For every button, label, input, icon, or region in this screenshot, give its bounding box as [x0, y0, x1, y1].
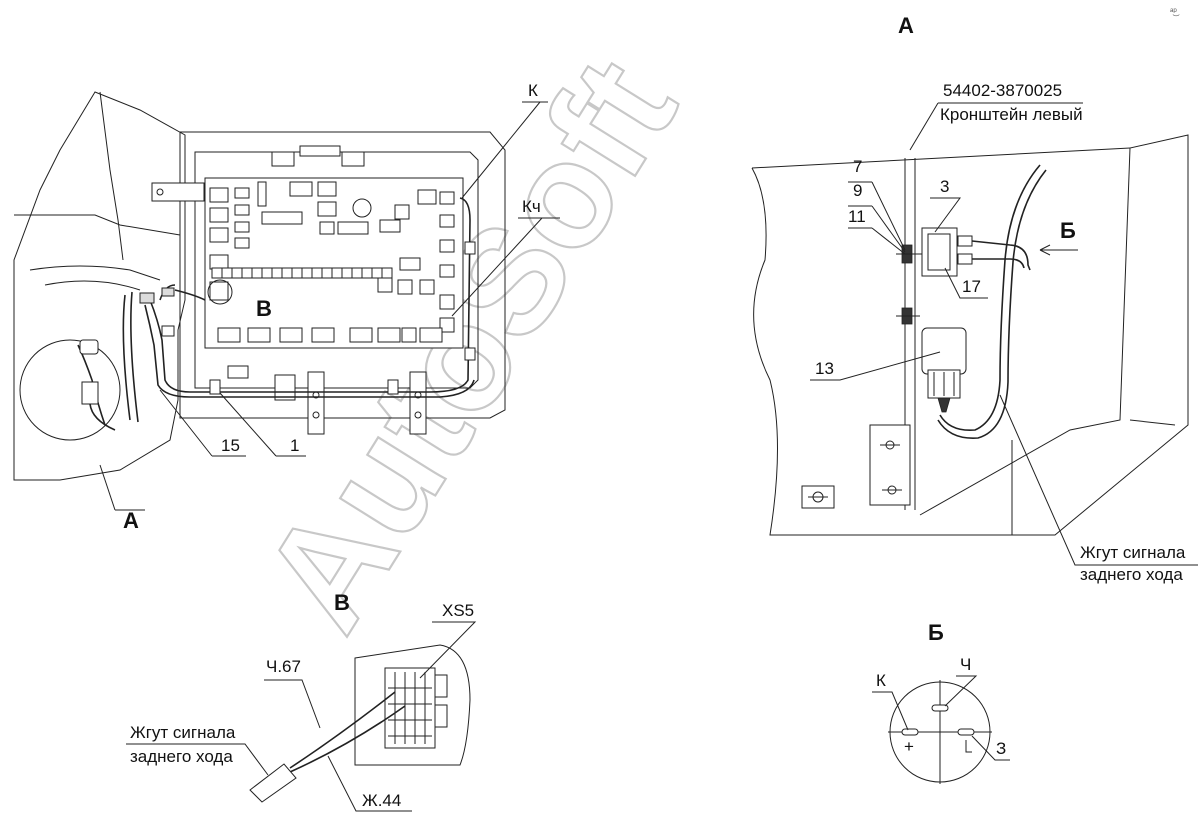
callout-15: 15: [221, 436, 240, 455]
corner-stamp: ᵃ͜ᵖ: [1170, 6, 1180, 16]
view-title-a: А: [898, 13, 914, 38]
label-ch67: Ч.67: [266, 657, 301, 676]
view-b: Б + К Ч З: [872, 620, 1010, 784]
callout-3: 3: [940, 177, 949, 196]
harness-label-line2: заднего хода: [1080, 565, 1183, 584]
v-harness-label-line2: заднего хода: [130, 747, 233, 766]
view-title-b: Б: [928, 620, 944, 645]
harness-label-line1: Жгут сигнала: [1080, 543, 1186, 562]
wire-ch67: [289, 691, 396, 769]
fuse-row: [211, 267, 393, 279]
view-v: В XS5 Ч.67 Ж.44 Жгут сигнала заднего ход…: [126, 590, 477, 812]
callout-kch: Кч: [522, 197, 541, 216]
callout-7: 7: [853, 157, 862, 176]
view-arrow-b: [1039, 244, 1078, 256]
part-number: 54402-3870025: [943, 81, 1062, 100]
callout-13: 13: [815, 359, 834, 378]
view-a: А: [751, 13, 1198, 584]
wire-zh44: [289, 705, 406, 773]
reverse-signal-harness: [939, 164, 1041, 432]
detail-circle-a: [19, 339, 121, 441]
main-view-cab: А: [13, 81, 560, 533]
terminal-ch: Ч: [960, 655, 971, 674]
bracket-label: Кронштейн левый: [940, 105, 1083, 124]
ref-label-v: В: [256, 296, 272, 321]
bottom-connectors: [217, 327, 443, 343]
label-zh44: Ж.44: [362, 791, 401, 810]
terminal-k: К: [876, 671, 886, 690]
harness-route: [149, 197, 471, 393]
terminal-3: З: [996, 739, 1006, 758]
arrow-label-b: Б: [1060, 218, 1076, 243]
callout-11: 11: [848, 207, 866, 226]
terminal-plus: +: [904, 737, 914, 756]
callout-17: 17: [962, 277, 981, 296]
v-harness-label-line1: Жгут сигнала: [130, 723, 236, 742]
callout-9: 9: [853, 181, 862, 200]
view-title-v: В: [334, 590, 350, 615]
callout-k: К: [528, 81, 538, 100]
ref-label-a: А: [123, 508, 139, 533]
callout-1: 1: [290, 436, 299, 455]
relay-13: [921, 327, 967, 375]
label-xs5: XS5: [442, 601, 474, 620]
board-connectors: [209, 181, 455, 333]
connector-xs5: [384, 667, 436, 749]
detail-circle-v: [207, 279, 233, 305]
